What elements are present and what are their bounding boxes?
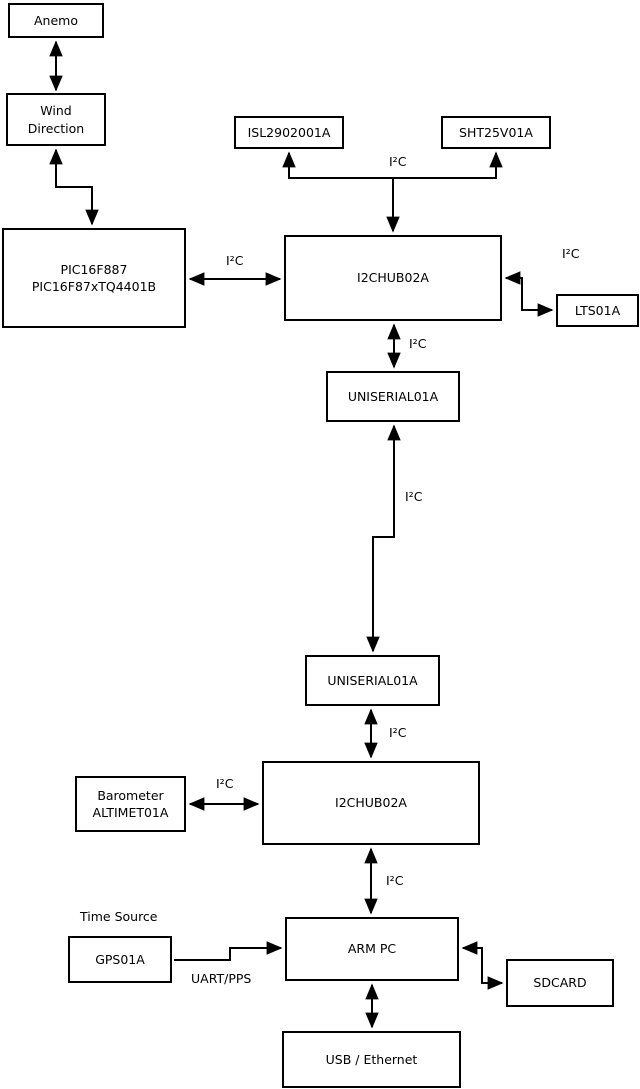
node-barometer-label-line2: ALTIMET01A — [92, 805, 169, 820]
label-i2c-pic-hub1: I²C — [226, 253, 244, 268]
label-i2c-hub2-armpc: I²C — [386, 873, 404, 888]
label-i2c-hub1-lts: I²C — [562, 246, 580, 261]
node-anemo: Anemo — [8, 3, 104, 38]
node-gps01a: GPS01A — [68, 936, 172, 983]
label-i2c-uniserial2-hub2: I²C — [389, 725, 407, 740]
node-barometer-label-line1: Barometer — [97, 787, 164, 803]
edge-hub1-lts — [504, 271, 554, 317]
edge-wind-pic — [49, 148, 99, 226]
label-i2c-long-link: I²C — [405, 489, 423, 504]
node-uniserial01a-2-label: UNISERIAL01A — [327, 672, 418, 688]
node-wind-direction: Wind Direction — [6, 93, 106, 146]
node-sht25v01a: SHT25V01A — [441, 116, 551, 149]
node-pic16f887: PIC16F887 PIC16F87xTQ4401B — [2, 228, 186, 328]
node-usb-ethernet: USB / Ethernet — [282, 1031, 461, 1088]
node-sdcard: SDCARD — [506, 959, 614, 1007]
label-i2c-barometer-hub2: I²C — [216, 776, 234, 791]
node-uniserial01a-1-label: UNISERIAL01A — [347, 388, 439, 404]
node-gps01a-label: GPS01A — [95, 951, 145, 967]
node-isl2902001a-label: ISL2902001A — [247, 124, 331, 140]
node-wind-direction-label-line2: Direction — [27, 120, 85, 136]
node-arm-pc: ARM PC — [285, 917, 459, 981]
label-i2c-hub1-uniserial1: I²C — [409, 336, 427, 351]
node-lts01a-label: LTS01A — [574, 302, 621, 318]
node-pic16f887-label-line1: PIC16F887 — [60, 261, 128, 277]
edge-uniserial1-uniserial2 — [366, 424, 401, 653]
node-sdcard-label: SDCARD — [533, 975, 587, 991]
edge-armpc-sdcard — [461, 941, 504, 990]
node-i2chub02a-1: I2CHUB02A — [284, 235, 502, 321]
node-uniserial01a-1: UNISERIAL01A — [326, 371, 460, 422]
node-sht25v01a-label: SHT25V01A — [459, 124, 533, 140]
node-barometer-altimet01a: Barometer ALTIMET01A — [75, 776, 186, 832]
label-uart-pps: UART/PPS — [191, 971, 252, 986]
edge-gps-armpc — [174, 941, 283, 961]
label-i2c-top-branch: I²C — [389, 154, 407, 169]
node-i2chub02a-1-label: I2CHUB02A — [357, 270, 429, 286]
node-pic16f887-label-line2: PIC16F87xTQ4401B — [31, 279, 157, 294]
node-usb-ethernet-label: USB / Ethernet — [325, 1051, 418, 1067]
node-lts01a: LTS01A — [556, 294, 639, 327]
node-wind-direction-label-line1: Wind — [40, 103, 72, 118]
node-i2chub02a-2-label: I2CHUB02A — [335, 795, 407, 811]
node-isl2902001a: ISL2902001A — [234, 116, 344, 149]
node-arm-pc-label: ARM PC — [347, 941, 397, 957]
node-uniserial01a-2: UNISERIAL01A — [305, 655, 440, 706]
node-i2chub02a-2: I2CHUB02A — [262, 761, 480, 845]
node-anemo-label: Anemo — [34, 12, 78, 28]
label-time-source: Time Source — [80, 909, 158, 924]
